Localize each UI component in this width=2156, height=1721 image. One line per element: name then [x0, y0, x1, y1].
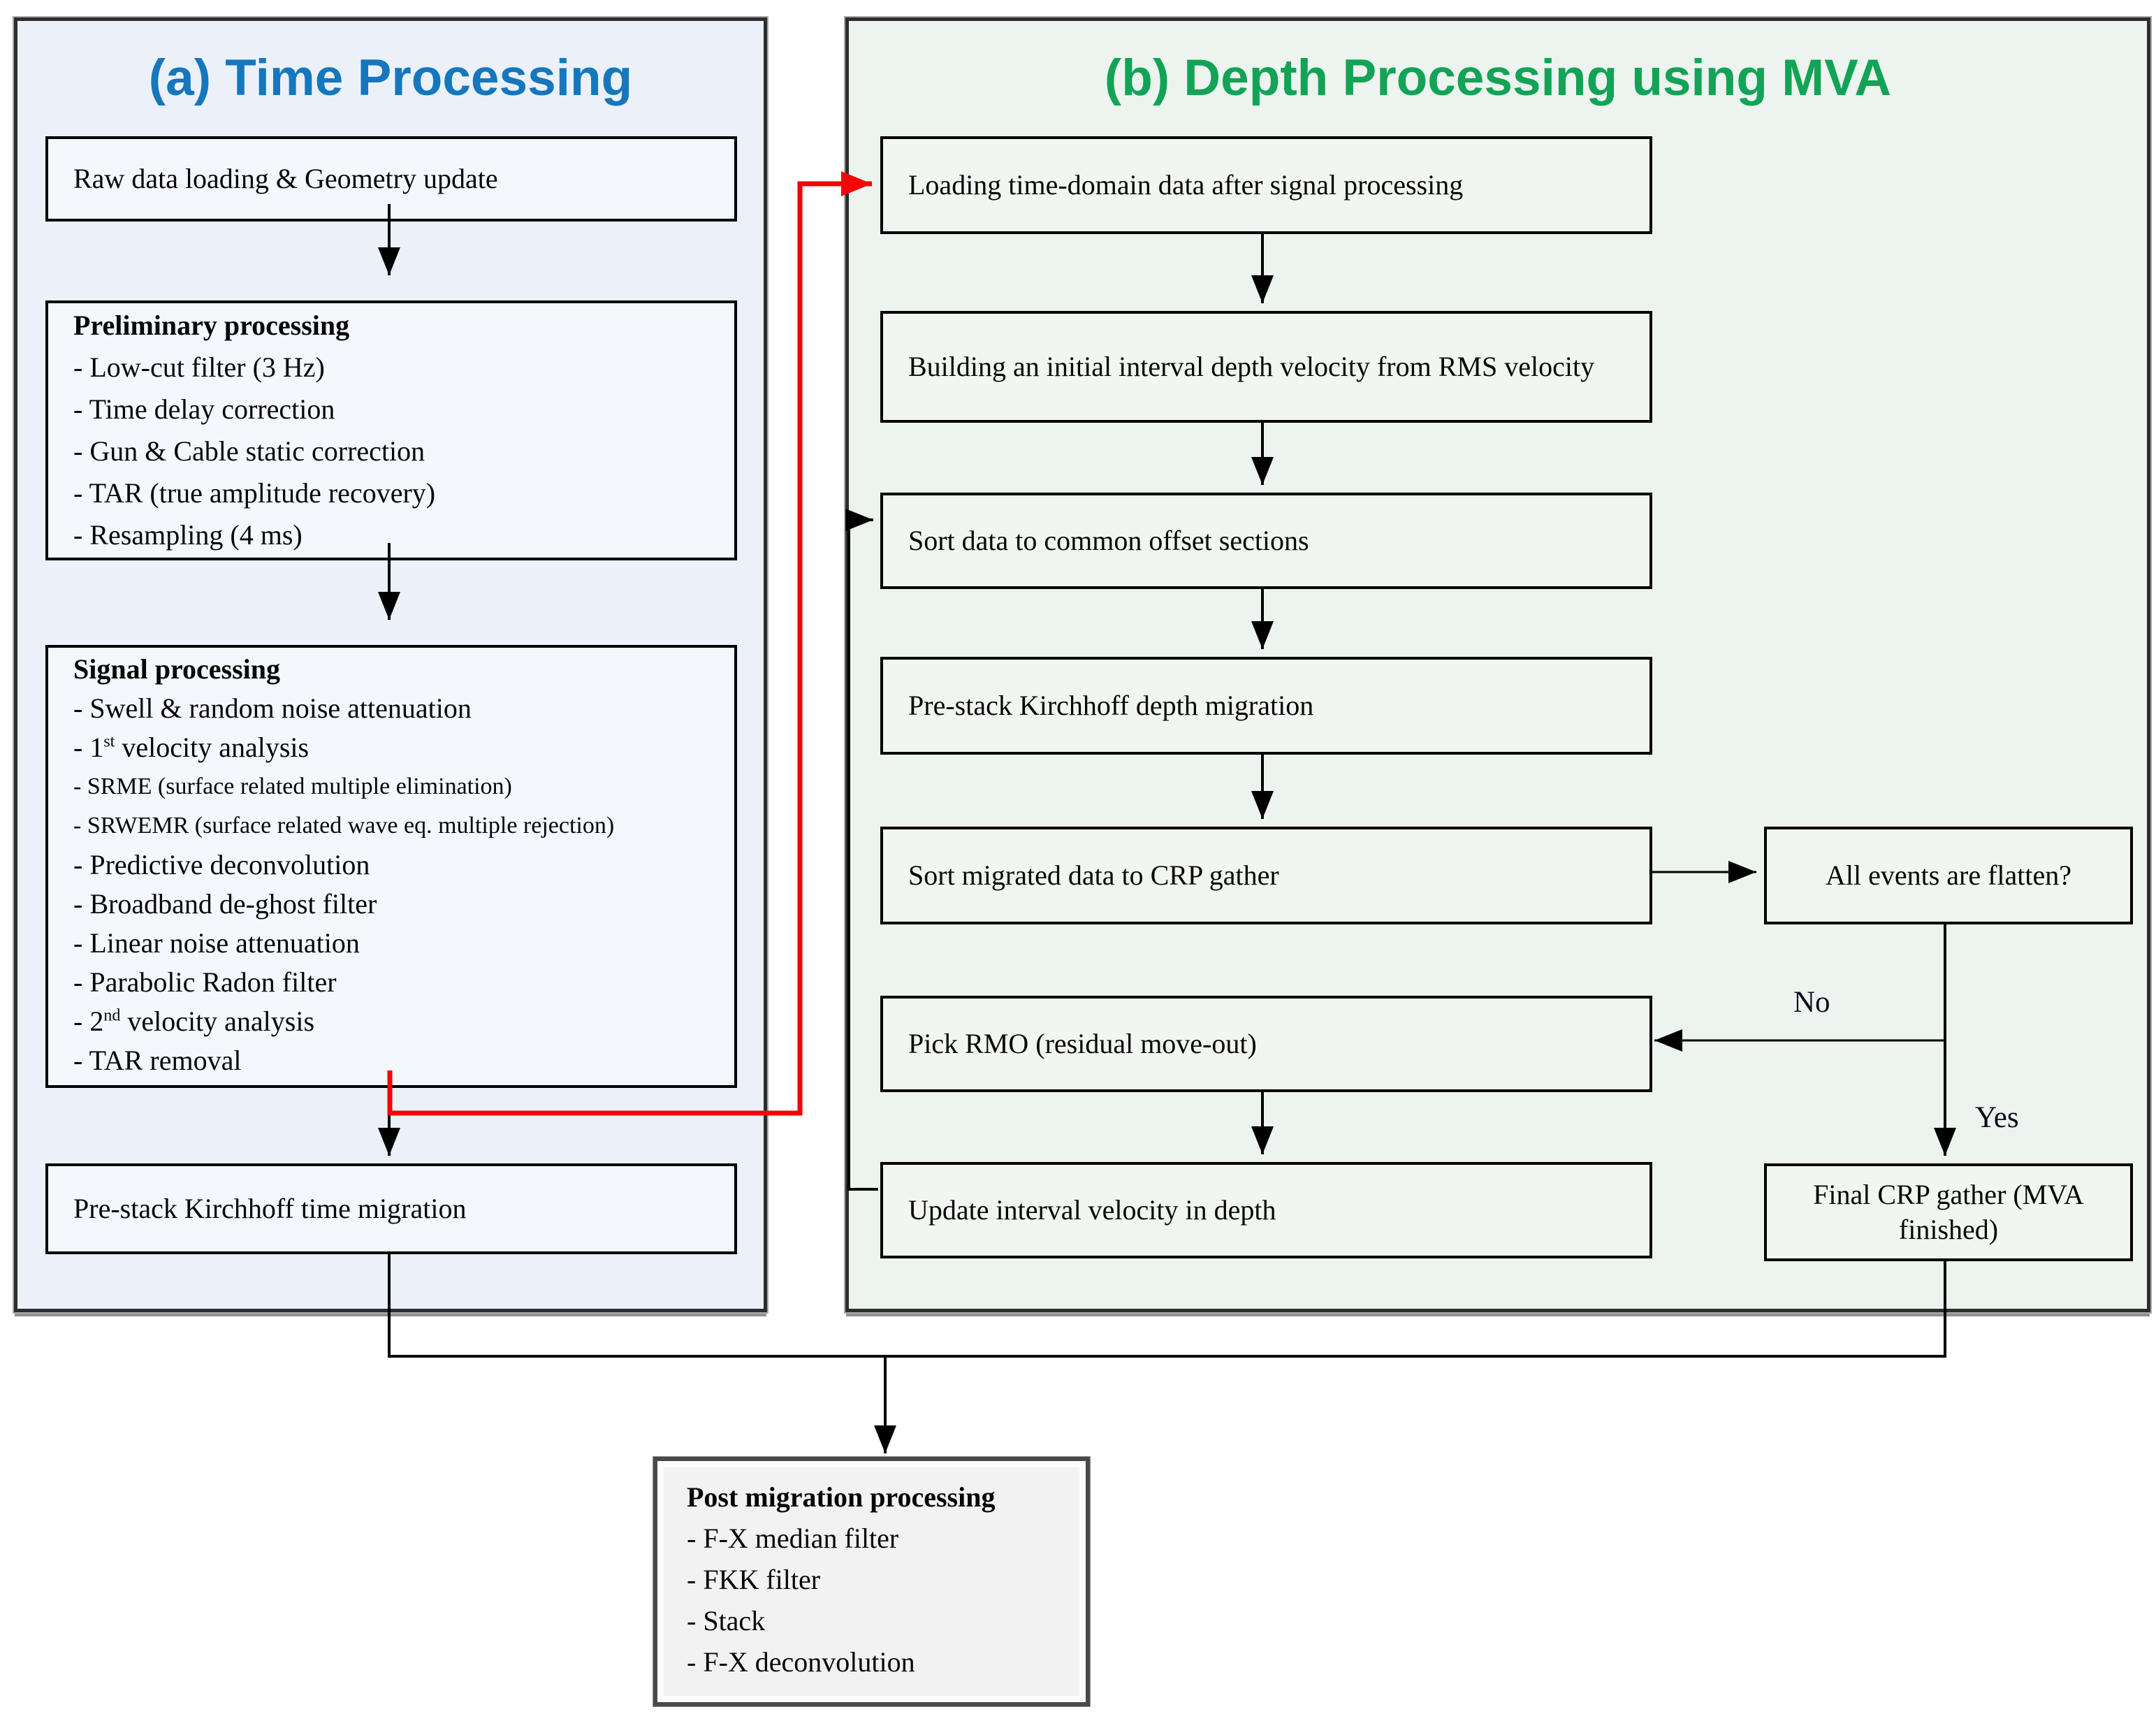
box-raw-data-loading-text: Raw data loading & Geometry update [73, 163, 498, 194]
list-item: - FKK filter [687, 1564, 821, 1595]
list-item: - 1st velocity analysis [73, 732, 309, 763]
list-item: - Stack [687, 1605, 766, 1636]
list-item: - Parabolic Radon filter [73, 966, 337, 998]
box-raw-data-loading: Raw data loading & Geometry update [45, 136, 737, 222]
list-item: - Gun & Cable static correction [73, 435, 425, 467]
list-item: - Linear noise attenuation [73, 927, 360, 959]
box-prestack-depth-migration: Pre-stack Kirchhoff depth migration [880, 657, 1652, 755]
box-post-migration-processing: Post migration processing - F-X median f… [653, 1456, 1091, 1707]
box-sort-common-offset: Sort data to common offset sections [880, 493, 1652, 589]
box-prestack-time-migration: Pre-stack Kirchhoff time migration [45, 1163, 737, 1254]
panel-a-title: (a) Time Processing [148, 50, 633, 106]
list-item: - Resampling (4 ms) [73, 519, 303, 551]
box-sort-migrated-crp: Sort migrated data to CRP gather [880, 827, 1652, 924]
list-item: - 2nd velocity analysis [73, 1005, 315, 1037]
list-item: - Swell & random noise attenuation [73, 692, 472, 724]
list-item: - SRWEMR (surface related wave eq. multi… [73, 813, 615, 838]
list-item: - Predictive deconvolution [73, 849, 370, 880]
panel-b-title: (b) Depth Processing using MVA [1104, 50, 1892, 106]
list-item: - SRME (surface related multiple elimina… [73, 774, 512, 799]
box-loading-time-domain: Loading time-domain data after signal pr… [880, 136, 1652, 234]
box-update-interval-velocity: Update interval velocity in depth [880, 1162, 1652, 1258]
list-item: - Broadband de-ghost filter [73, 888, 377, 920]
box-all-events-flatten: All events are flatten? [1764, 827, 2133, 924]
list-item: - F-X deconvolution [687, 1646, 915, 1678]
list-item: - TAR (true amplitude recovery) [73, 477, 436, 509]
box-signal-processing: Signal processing - Swell & random noise… [45, 645, 737, 1088]
list-item: - Time delay correction [73, 393, 335, 425]
box-building-initial-velocity: Building an initial interval depth veloc… [880, 311, 1652, 423]
box-pick-rmo: Pick RMO (residual move-out) [880, 996, 1652, 1092]
panel-time-processing: (a) Time Processing Raw data loading & G… [13, 16, 769, 1314]
preliminary-title: Preliminary processing [73, 310, 350, 341]
list-item: - F-X median filter [687, 1523, 899, 1554]
panel-depth-processing-mva: (b) Depth Processing using MVA Loading t… [844, 16, 2152, 1314]
post-box-title: Post migration processing [687, 1481, 996, 1513]
list-item: - TAR removal [73, 1045, 242, 1076]
no-label: No [1793, 986, 1830, 1019]
list-item: - Low-cut filter (3 Hz) [73, 351, 325, 383]
signal-title: Signal processing [73, 653, 280, 685]
box-preliminary-processing: Preliminary processing - Low-cut filter … [45, 300, 737, 560]
box-final-crp-gather: Final CRP gather (MVA finished) [1764, 1163, 2133, 1261]
yes-label: Yes [1975, 1101, 2019, 1134]
